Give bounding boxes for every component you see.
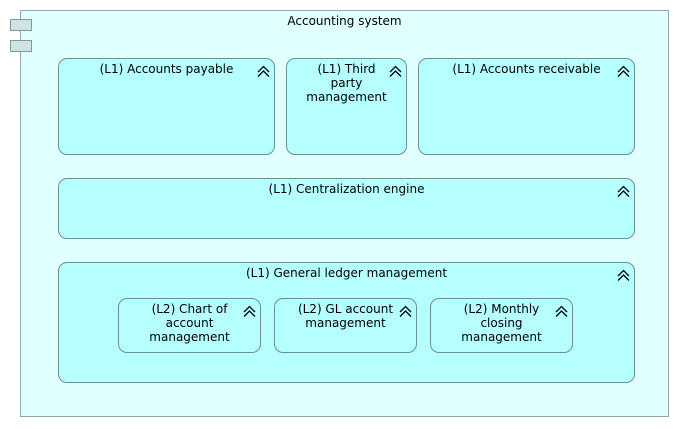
capability-label: (L1) Accounts payable	[99, 62, 234, 76]
capability-chart-of-account-management[interactable]: (L2) Chart of account management	[118, 298, 261, 353]
capability-chevron-icon	[554, 303, 569, 318]
capability-label: (L2) Monthly closing management	[461, 302, 542, 344]
capability-gl-account-management[interactable]: (L2) GL account management	[274, 298, 417, 353]
component-tab-bottom	[10, 40, 32, 52]
capability-accounts-receivable[interactable]: (L1) Accounts receivable	[418, 58, 635, 155]
capability-chevron-icon	[388, 63, 403, 78]
capability-chevron-icon	[616, 63, 631, 78]
capability-label: (L2) Chart of account management	[149, 302, 230, 344]
capability-chevron-icon	[616, 267, 631, 282]
capability-chevron-icon	[398, 303, 413, 318]
capability-label: (L1) General ledger management	[245, 266, 448, 280]
capability-accounts-payable[interactable]: (L1) Accounts payable	[58, 58, 275, 155]
capability-monthly-closing-management[interactable]: (L2) Monthly closing management	[430, 298, 573, 353]
capability-label: (L1) Third party management	[306, 62, 387, 104]
component-tab-top	[10, 19, 32, 31]
capability-label: (L1) Centralization engine	[268, 182, 425, 196]
capability-chevron-icon	[256, 63, 271, 78]
capability-chevron-icon	[616, 183, 631, 198]
capability-chevron-icon	[242, 303, 257, 318]
capability-third-party-management[interactable]: (L1) Third party management	[286, 58, 407, 155]
component-title: Accounting system	[287, 14, 402, 28]
capability-label: (L2) GL account management	[297, 302, 394, 330]
capability-label: (L1) Accounts receivable	[452, 62, 601, 76]
capability-centralization-engine[interactable]: (L1) Centralization engine	[58, 178, 635, 239]
